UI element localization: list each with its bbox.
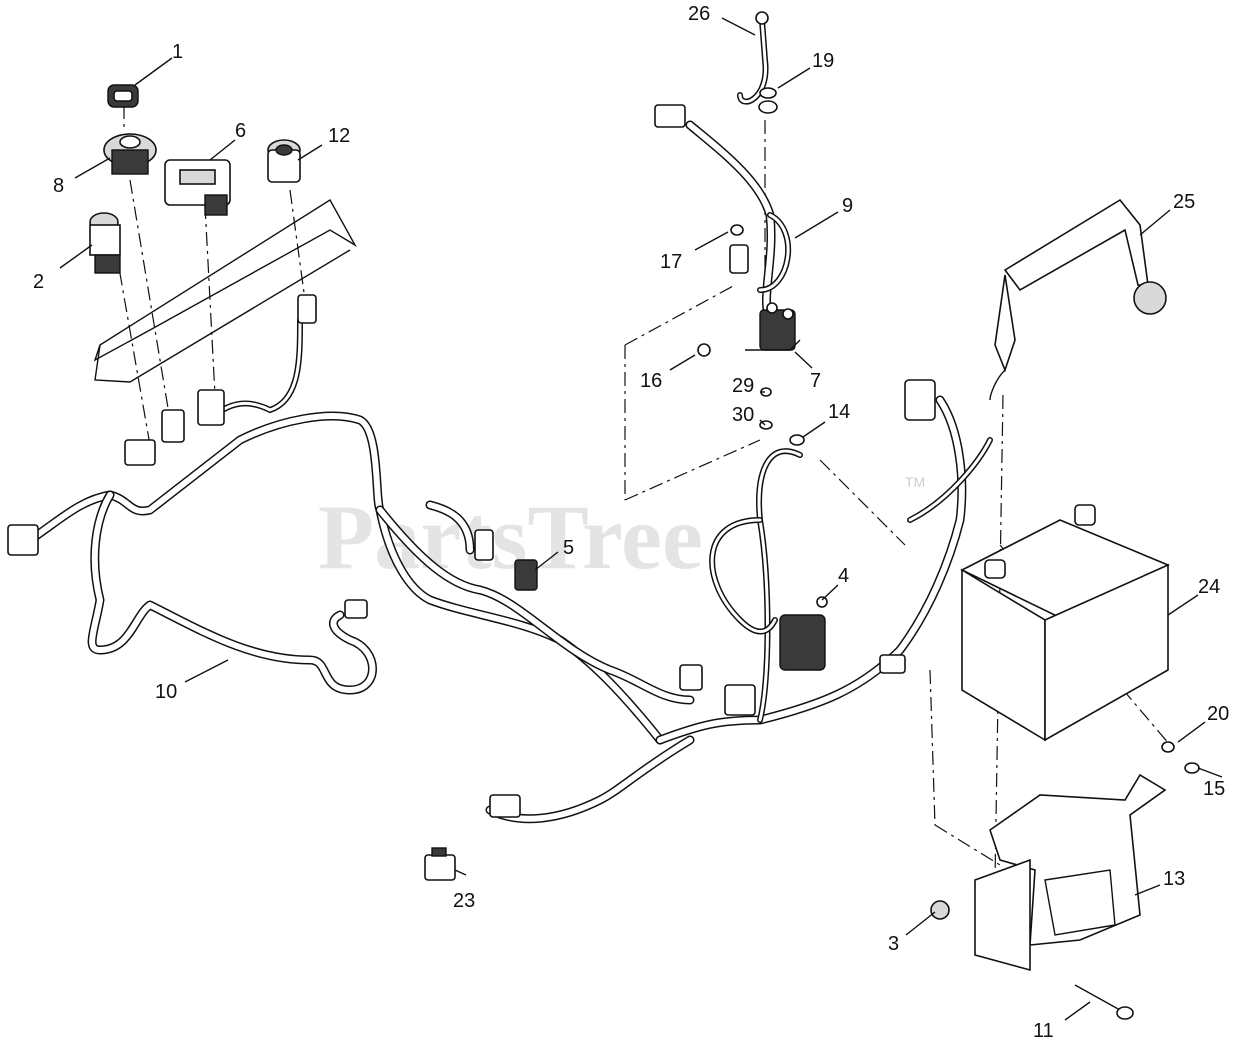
callout-15: 15 bbox=[1203, 778, 1225, 800]
callout-9: 9 bbox=[842, 195, 853, 217]
part-5-relay bbox=[474, 529, 538, 591]
callout-1: 1 bbox=[172, 41, 183, 63]
control-panel bbox=[93, 199, 357, 383]
part-12-power-outlet bbox=[267, 139, 301, 183]
part-24-battery bbox=[960, 504, 1170, 742]
callout-12: 12 bbox=[328, 125, 350, 147]
callout-26: 26 bbox=[688, 3, 710, 25]
part-25-hold-down bbox=[989, 198, 1167, 401]
callout-6: 6 bbox=[235, 120, 246, 142]
part-11-bolt bbox=[1074, 984, 1134, 1020]
callout-23: 23 bbox=[453, 890, 475, 912]
callout-11: 11 bbox=[1033, 1020, 1054, 1042]
assembly-lines bbox=[114, 105, 1171, 881]
callout-14: 14 bbox=[828, 401, 850, 423]
callout-3: 3 bbox=[888, 933, 899, 955]
leader-lines bbox=[59, 17, 1223, 1021]
callout-7: 7 bbox=[810, 370, 821, 392]
part-20-washer bbox=[1161, 741, 1175, 753]
part-6-hour-meter bbox=[164, 159, 231, 216]
wire-harness bbox=[25, 317, 993, 824]
part-4-screw bbox=[816, 596, 828, 608]
callout-16: 16 bbox=[640, 370, 662, 392]
mid-connectors bbox=[489, 379, 936, 818]
connectors-left bbox=[7, 294, 368, 619]
callout-5: 5 bbox=[563, 537, 574, 559]
callout-4: 4 bbox=[838, 565, 849, 587]
callout-30: 30 bbox=[732, 404, 754, 426]
callout-29: 29 bbox=[732, 375, 754, 397]
callout-labels: 1 2 3 4 5 6 7 8 9 10 11 12 13 14 15 16 1… bbox=[33, 3, 1229, 1042]
part-14-washer bbox=[789, 434, 805, 446]
callout-25: 25 bbox=[1173, 191, 1195, 213]
part-8-ignition-switch bbox=[103, 133, 157, 175]
part-2-pto-switch bbox=[89, 212, 121, 274]
callout-2: 2 bbox=[33, 271, 44, 293]
callout-19: 19 bbox=[812, 50, 834, 72]
callout-17: 17 bbox=[660, 251, 682, 273]
watermark-trademark: TM bbox=[905, 474, 925, 490]
part-16-screw bbox=[697, 343, 711, 357]
part-23-sensor bbox=[424, 847, 456, 881]
part-3-nut bbox=[930, 900, 950, 920]
callout-13: 13 bbox=[1163, 868, 1185, 890]
part-13-battery-tray bbox=[974, 773, 1167, 972]
callout-8: 8 bbox=[53, 175, 64, 197]
part-1-key bbox=[107, 84, 139, 108]
part-26-cable bbox=[737, 11, 769, 105]
callout-24: 24 bbox=[1198, 576, 1220, 598]
callout-20: 20 bbox=[1207, 703, 1229, 725]
part-17-screw bbox=[730, 224, 744, 236]
upper-harness bbox=[654, 104, 792, 325]
part-15-bolt bbox=[1184, 762, 1200, 774]
callout-10: 10 bbox=[155, 681, 177, 703]
part-7-solenoid bbox=[745, 302, 801, 351]
part-19-washer bbox=[758, 87, 778, 114]
